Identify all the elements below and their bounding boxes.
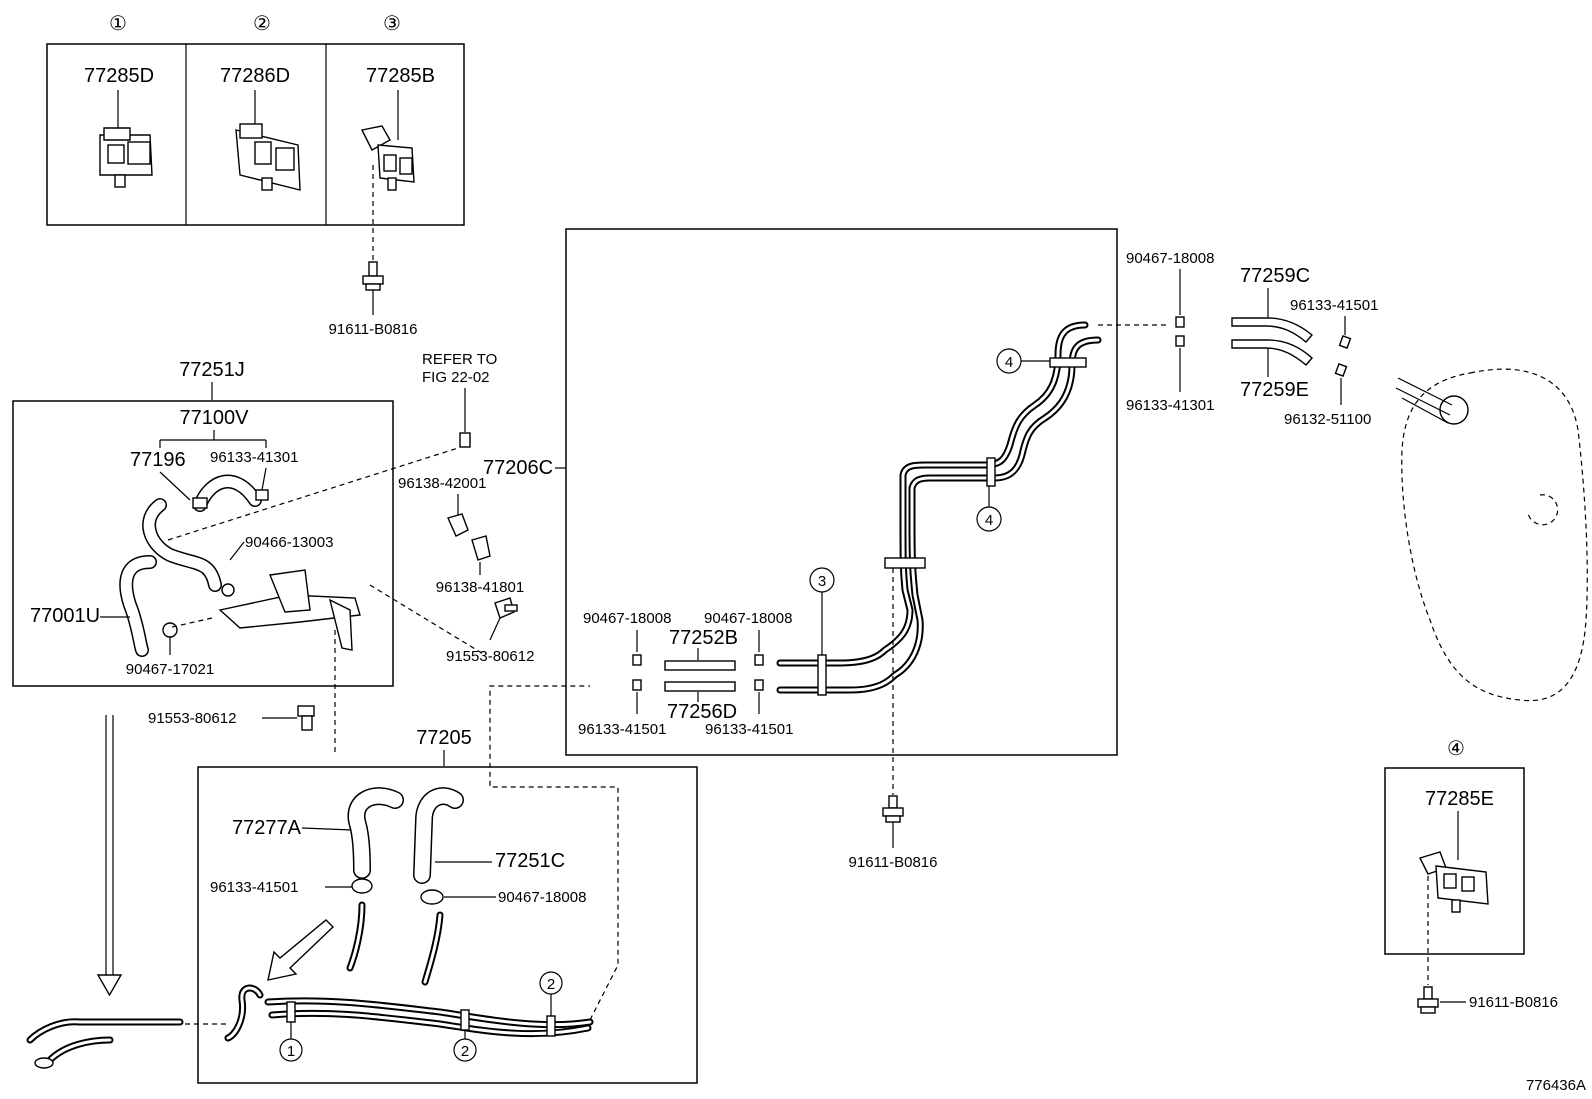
part-label-96133-41501-m1[interactable]: 96133-41501 [578, 721, 666, 738]
clamp-77285E-box [1384, 767, 1525, 955]
direction-arrow-diagonal-icon [267, 919, 335, 981]
bolt-91611-icon [362, 261, 384, 291]
bolt-91611-mid-icon [882, 795, 904, 823]
part-label-77285E[interactable]: 77285E [1425, 788, 1494, 810]
part-label-77001U[interactable]: 77001U [30, 605, 100, 627]
bolt-91553-lower-icon [297, 705, 315, 731]
part-label-91611-B0816-br[interactable]: 91611-B0816 [1469, 994, 1558, 1011]
part-label-77259C[interactable]: 77259C [1240, 265, 1310, 287]
part-label-91611-B0816-top[interactable]: 91611-B0816 [329, 321, 418, 338]
part-label-77251C[interactable]: 77251C [495, 850, 565, 872]
index-marker-3: ③ [383, 13, 401, 35]
part-label-90467-18008-m1[interactable]: 90467-18008 [583, 610, 671, 627]
index-marker-4-a: 4 [1005, 354, 1013, 371]
hose-77259-icon [1231, 317, 1313, 366]
clamp-77286D-icon [235, 123, 301, 191]
clamp-small-icon [632, 679, 642, 691]
clamp-77285E-icon [1419, 851, 1489, 913]
leader-line [489, 617, 501, 641]
clamp-77285D-icon [99, 127, 153, 188]
part-label-77251J[interactable]: 77251J [179, 359, 245, 381]
index-marker-2: ② [253, 13, 271, 35]
pipe-assembly-box [197, 766, 698, 1084]
fuel-tank-icon [1395, 368, 1588, 702]
hose-77277A-icon [347, 787, 404, 879]
index-marker-4-b: 4 [985, 512, 993, 529]
clamp-index-group: ① ② ③ 77285D 77286D 77285B [46, 13, 465, 226]
leader-line [167, 447, 459, 541]
clip-96138-42001-icon [447, 513, 469, 537]
part-label-77285B[interactable]: 77285B [366, 65, 435, 87]
leader-line [167, 617, 213, 629]
leader-line [229, 541, 245, 561]
direction-arrow-icon [96, 715, 123, 997]
hose-77256D-icon [664, 681, 736, 692]
clamp-small-icon [1175, 316, 1185, 328]
leader-line [301, 827, 353, 831]
index-marker-2-upper: 2 [547, 976, 555, 993]
refer-note-line2: FIG 22-02 [422, 369, 490, 386]
part-label-90467-18008-r[interactable]: 90467-18008 [1126, 250, 1214, 267]
diagram-id: 776436A [1526, 1077, 1586, 1094]
clamp-small-icon [1334, 363, 1348, 377]
refer-note-line1: REFER TO [422, 351, 497, 368]
index-marker-2-lower: 2 [461, 1043, 469, 1060]
leader-line [159, 471, 191, 501]
hose-clamp-icon [420, 889, 444, 905]
index-marker-1: ① [109, 13, 127, 35]
clamp-small-icon [754, 654, 764, 666]
part-label-77205[interactable]: 77205 [416, 727, 472, 749]
leader-line [369, 584, 486, 656]
part-label-77196[interactable]: 77196 [130, 449, 186, 471]
part-label-77252B[interactable]: 77252B [669, 627, 738, 649]
part-label-91553-80612-a[interactable]: 91553-80612 [446, 648, 534, 665]
part-label-90466-13003[interactable]: 90466-13003 [245, 534, 333, 551]
part-label-96138-42001[interactable]: 96138-42001 [398, 475, 486, 492]
index-marker-4-box: ④ [1447, 738, 1465, 760]
main-fuel-pipe-icon [776, 321, 1102, 696]
part-label-96133-41501-r[interactable]: 96133-41501 [1290, 297, 1378, 314]
pipe-77205-icon [224, 901, 594, 1042]
part-label-90467-18008-c[interactable]: 90467-18008 [498, 889, 586, 906]
clip-icon [459, 432, 471, 448]
part-label-90467-17021[interactable]: 90467-17021 [126, 661, 214, 678]
part-label-90467-18008-m2[interactable]: 90467-18008 [704, 610, 792, 627]
leader-bracket [159, 430, 267, 448]
clamp-77285B-icon [360, 125, 415, 191]
part-label-77256D[interactable]: 77256D [667, 701, 737, 723]
clamp-small-icon [1338, 335, 1352, 349]
part-label-96133-41301-left[interactable]: 96133-41301 [210, 449, 298, 466]
clamp-small-icon [632, 654, 642, 666]
index-marker-3-main: 3 [818, 573, 826, 590]
part-label-91553-80612-b[interactable]: 91553-80612 [148, 710, 236, 727]
clamp-index-box [46, 43, 465, 226]
fuel-hose-icon [119, 474, 361, 657]
index-marker-1-lower: 1 [287, 1043, 295, 1060]
part-label-77100V[interactable]: 77100V [180, 407, 250, 429]
part-label-96133-41501-c[interactable]: 96133-41501 [210, 879, 298, 896]
clamp-small-icon [754, 679, 764, 691]
hose-77251C-icon [413, 787, 464, 884]
hose-77252B-icon [664, 660, 736, 671]
part-label-77206C[interactable]: 77206C [483, 457, 553, 479]
clip-96138-41801-icon [471, 535, 491, 561]
part-label-77286D[interactable]: 77286D [220, 65, 290, 87]
bolt-91553-icon [494, 597, 518, 619]
clamp-small-icon [1175, 335, 1185, 347]
part-label-77285D[interactable]: 77285D [84, 65, 154, 87]
main-pipe-box [565, 228, 1118, 756]
part-label-96138-41801[interactable]: 96138-41801 [436, 579, 524, 596]
bolt-91611-br-icon [1417, 986, 1439, 1014]
part-label-96132-51100[interactable]: 96132-51100 [1284, 411, 1371, 428]
part-label-77277A[interactable]: 77277A [232, 817, 302, 839]
part-label-77259E[interactable]: 77259E [1240, 379, 1309, 401]
part-label-96133-41501-m2[interactable]: 96133-41501 [705, 721, 793, 738]
pipe-end-icon [26, 1018, 184, 1069]
hose-clamp-icon [351, 878, 373, 894]
hose-assembly-box [12, 400, 394, 687]
leader-line [261, 467, 267, 491]
part-label-96133-41301-r[interactable]: 96133-41301 [1126, 397, 1214, 414]
part-label-91611-B0816-mid[interactable]: 91611-B0816 [849, 854, 938, 871]
